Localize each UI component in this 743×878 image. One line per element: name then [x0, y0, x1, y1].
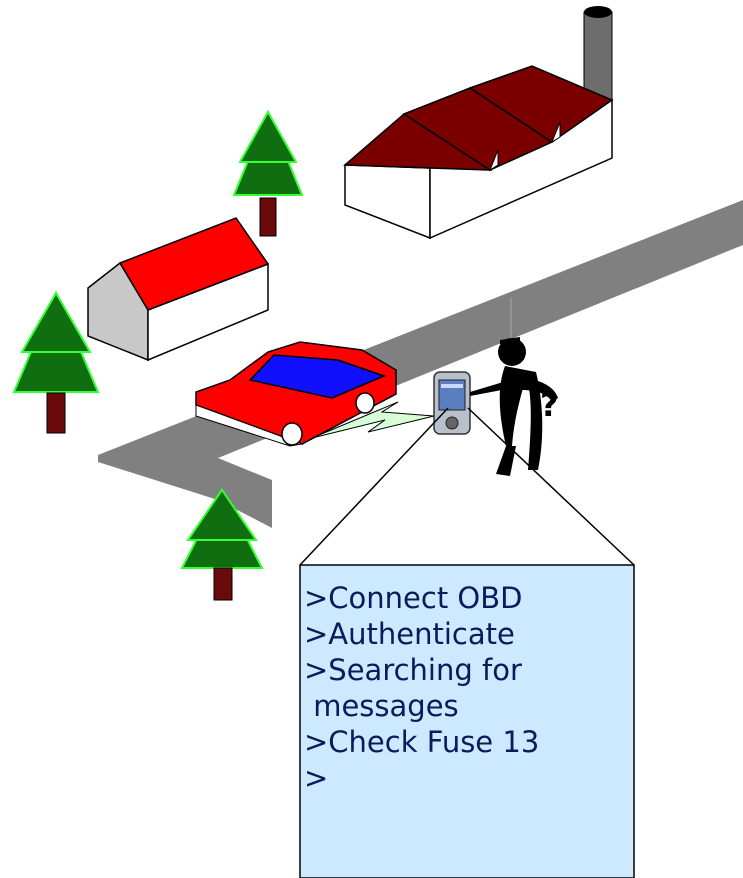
factory-chimney	[583, 6, 613, 101]
person-silhouette	[470, 337, 558, 476]
tree-top	[232, 109, 304, 237]
factory-building	[343, 65, 614, 240]
question-mark-icon: ?	[540, 386, 559, 424]
tree-bottom	[180, 487, 264, 601]
road	[98, 200, 743, 528]
pda-screen-text: >Connect OBD >Authenticate >Searching fo…	[304, 580, 630, 796]
tree-left	[12, 290, 100, 434]
pda-device	[433, 371, 471, 435]
car	[195, 341, 397, 447]
pda-line-prompt: >	[304, 761, 329, 795]
pda-screen-callout	[299, 564, 635, 878]
pda-line-connect-obd: >Connect OBD	[304, 581, 523, 615]
pda-line-check-fuse: >Check Fuse 13	[304, 725, 540, 759]
pda-line-authenticate: >Authenticate	[304, 617, 515, 651]
pda-line-messages: messages	[304, 689, 459, 723]
house	[87, 217, 270, 362]
pda-line-searching: >Searching for	[304, 653, 522, 687]
